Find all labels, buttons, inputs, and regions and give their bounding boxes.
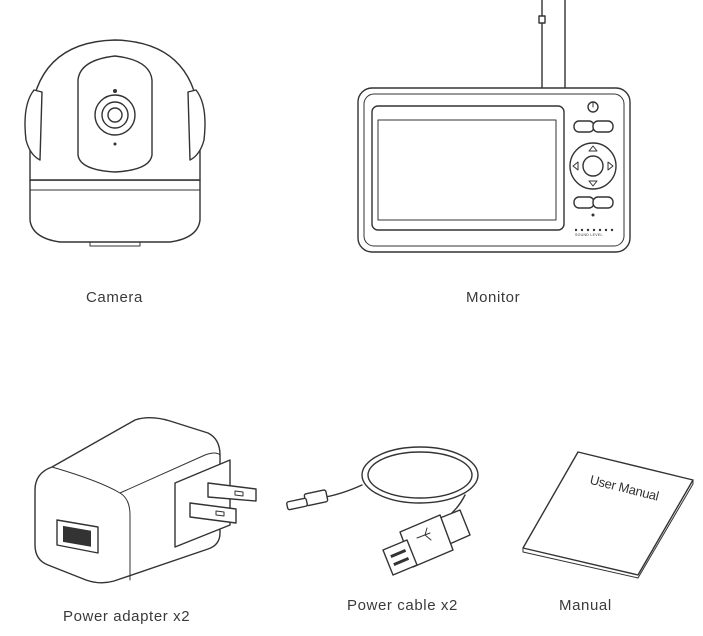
power-adapter-label: Power adapter x2 — [63, 608, 191, 625]
manual-illustration — [522, 451, 694, 579]
sound-level-text: SOUND LEVEL — [575, 233, 603, 237]
camera-illustration — [24, 39, 206, 247]
monitor-item: SOUND LEVEL — [355, 0, 635, 260]
power-cable-item — [285, 440, 485, 580]
power-cable-label: Power cable x2 — [347, 597, 458, 614]
power-adapter-item — [30, 415, 270, 590]
monitor-label: Monitor — [466, 289, 521, 306]
power-adapter-illustration — [34, 417, 257, 584]
monitor-illustration — [357, 0, 631, 253]
power-cable-illustration — [286, 446, 479, 576]
manual-label: Manual — [559, 597, 612, 614]
camera-label: Camera — [86, 289, 143, 306]
manual-item: User Manual — [518, 450, 698, 580]
camera-item — [20, 30, 210, 250]
